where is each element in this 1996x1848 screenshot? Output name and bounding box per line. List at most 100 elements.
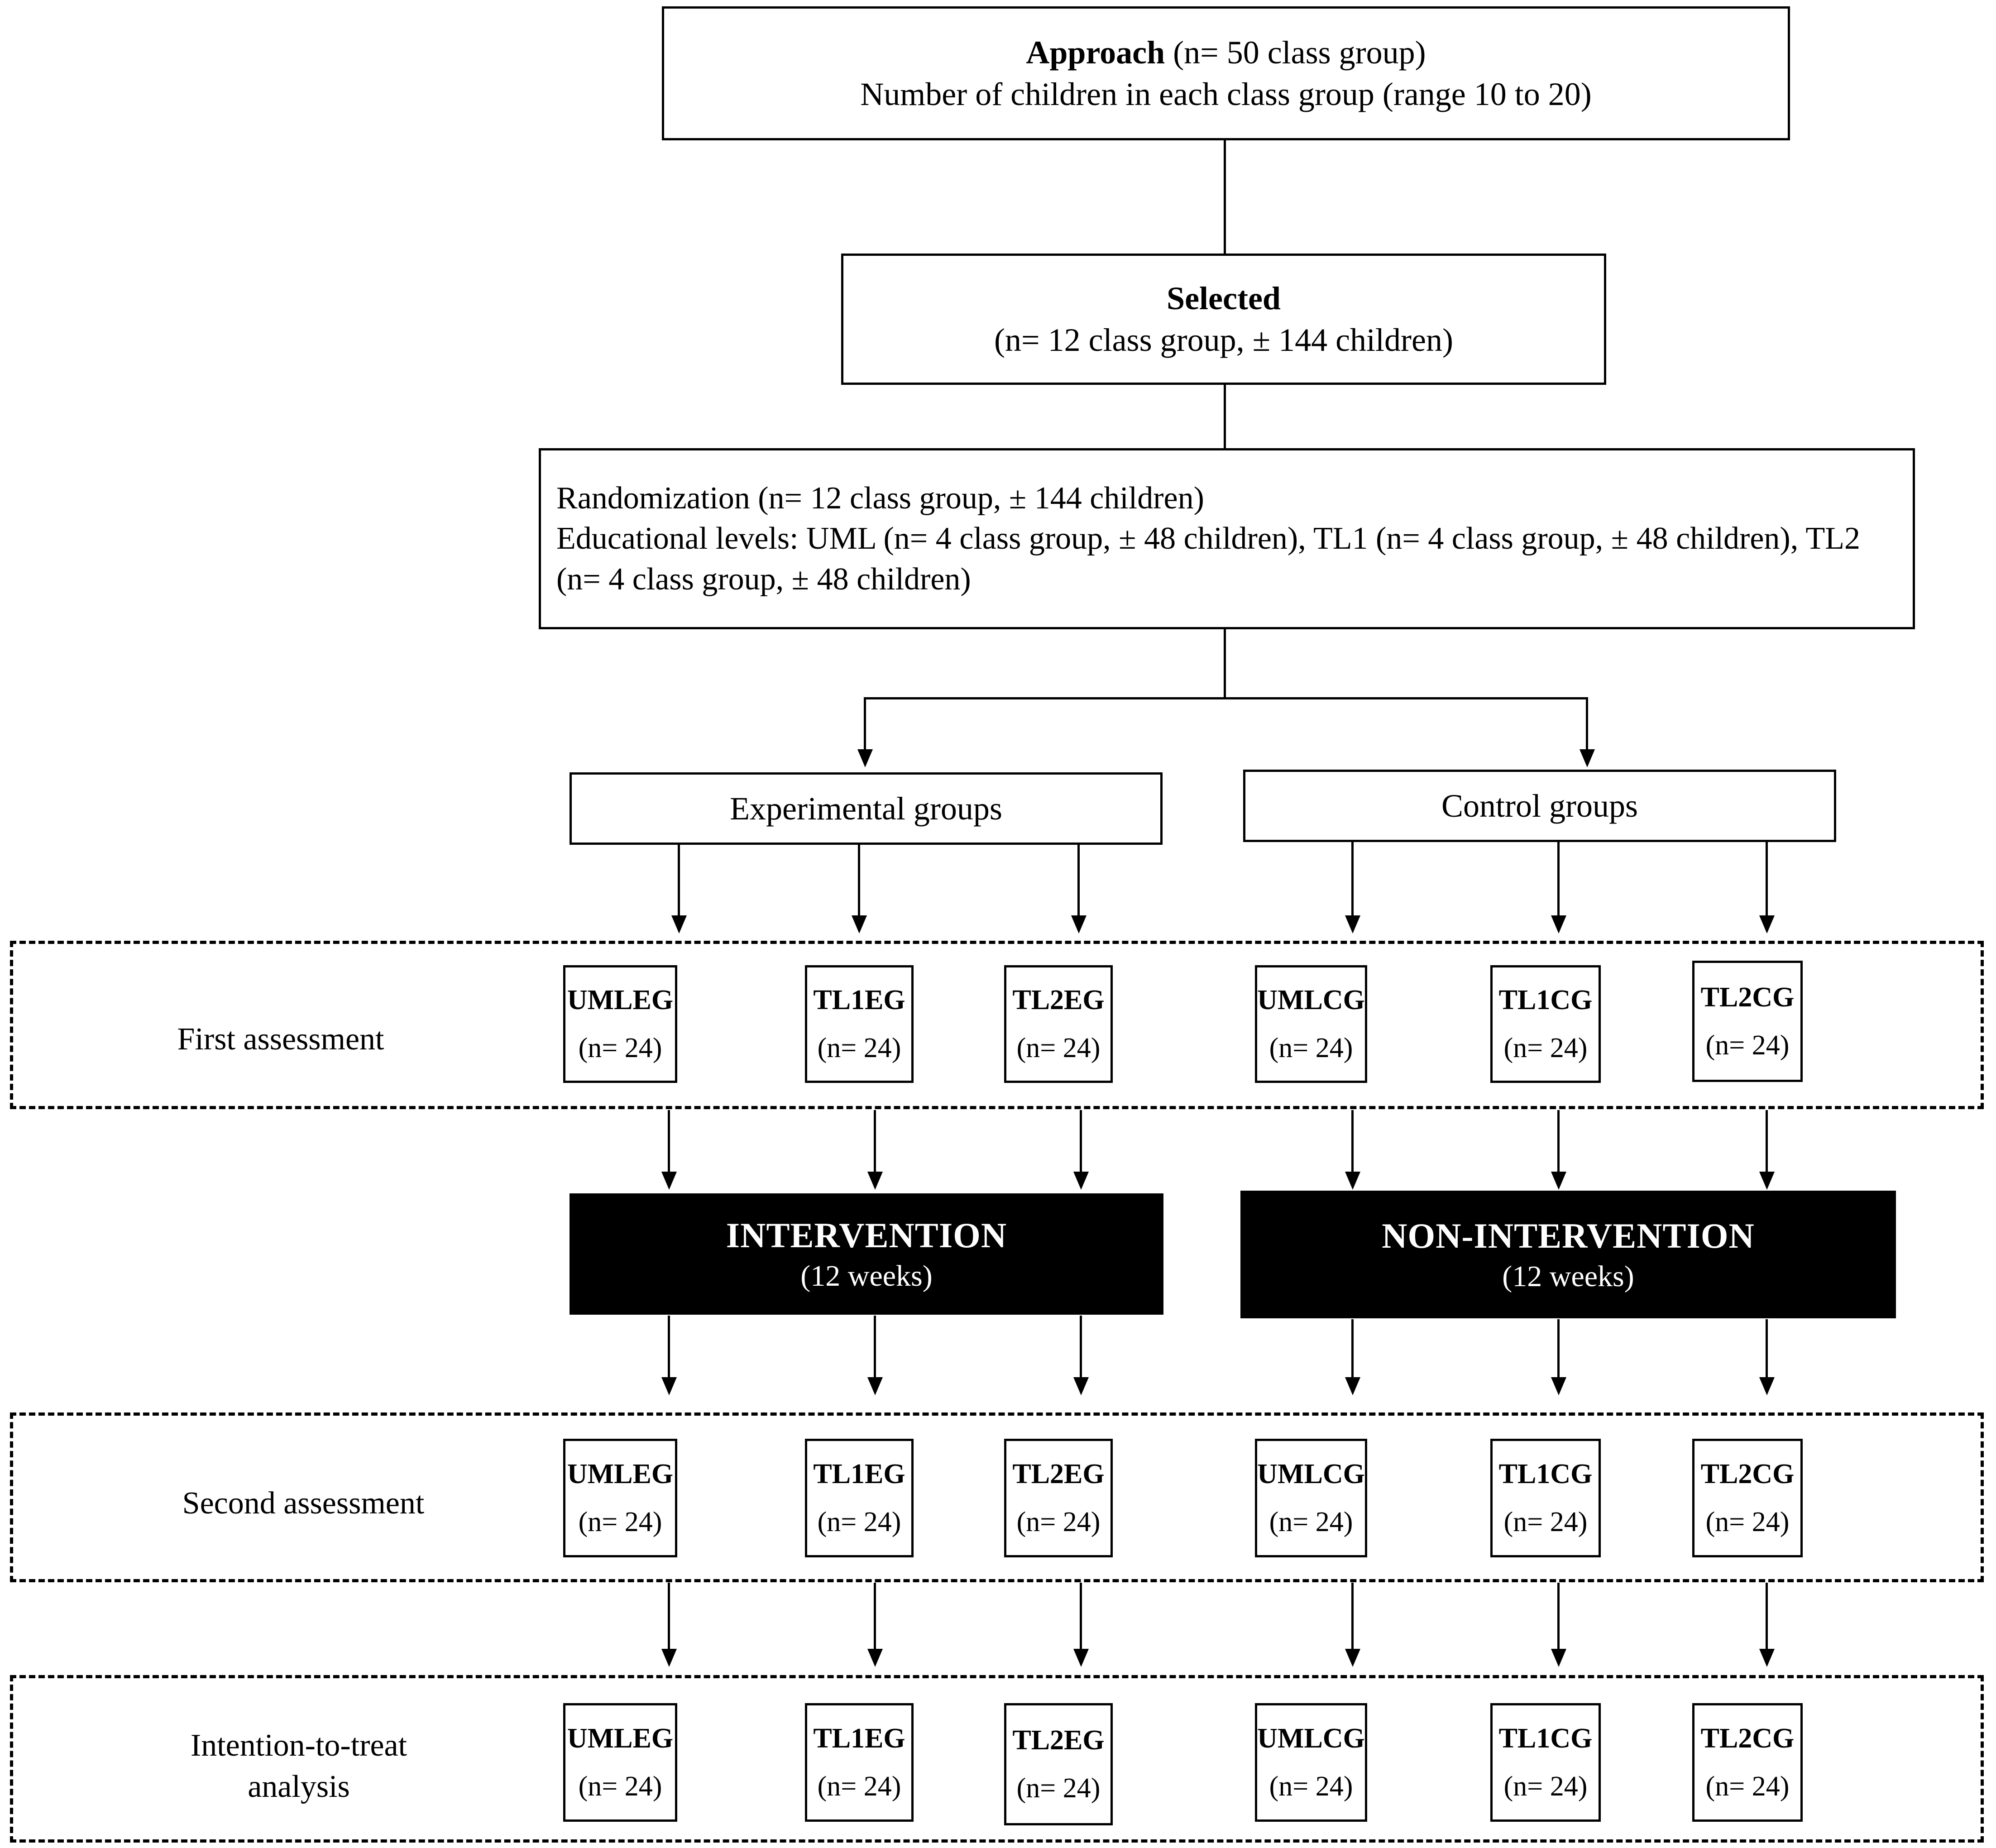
connector-approach-to-selected xyxy=(1224,140,1226,254)
sa-group-box-tl1cg: TL1CG (n= 24) xyxy=(1490,1439,1601,1557)
first-assessment-section xyxy=(10,941,1984,1109)
randomization-line1: Randomization (n= 12 class group, ± 144 … xyxy=(556,480,1204,516)
sa-group-code-4: UMLCG xyxy=(1257,1459,1365,1489)
fa-group-box-umlcg: UMLCG (n= 24) xyxy=(1255,965,1367,1083)
connector-arm-to-fa-5 xyxy=(1557,842,1560,917)
arrowhead-fa-5 xyxy=(1551,915,1566,934)
itt-group-code-5: TL1CG xyxy=(1498,1723,1593,1754)
itt-group-n-5: (n= 24) xyxy=(1503,1771,1588,1802)
fa-group-box-tl2eg: TL2EG (n= 24) xyxy=(1004,965,1113,1083)
approach-heading-detail: (n= 50 class group) xyxy=(1165,34,1426,71)
non-intervention-banner: NON-INTERVENTION (12 weeks) xyxy=(1240,1191,1896,1318)
arrowhead-itt-6 xyxy=(1759,1649,1775,1667)
sa-group-box-umlcg: UMLCG (n= 24) xyxy=(1255,1439,1367,1557)
sa-group-box-tl2cg: TL2CG (n= 24) xyxy=(1692,1439,1803,1557)
connector-int-to-sa-4 xyxy=(1351,1319,1354,1379)
approach-line2: Number of children in each class group (… xyxy=(860,76,1592,112)
arrowhead-itt-3 xyxy=(1073,1649,1089,1667)
randomization-box: Randomization (n= 12 class group, ± 144 … xyxy=(539,448,1915,629)
itt-group-n-4: (n= 24) xyxy=(1269,1771,1353,1802)
arrowhead-sa-6 xyxy=(1759,1377,1775,1395)
arrowhead-fa-4 xyxy=(1345,915,1360,934)
approach-heading-line: Approach (n= 50 class group) xyxy=(1026,32,1426,73)
control-groups-box: Control groups xyxy=(1243,770,1836,842)
arrowhead-fa-1 xyxy=(671,915,687,934)
connector-sa-to-itt-2 xyxy=(874,1583,876,1651)
arrowhead-int-6 xyxy=(1759,1172,1775,1190)
connector-arm-to-fa-3 xyxy=(1077,845,1080,917)
sa-group-code-6: TL2CG xyxy=(1700,1459,1795,1489)
itt-group-box-tl2eg: TL2EG (n= 24) xyxy=(1004,1703,1113,1825)
arrowhead-fa-6 xyxy=(1759,915,1775,934)
selected-line2: (n= 12 class group, ± 144 children) xyxy=(994,322,1453,358)
fa-group-n-1: (n= 24) xyxy=(578,1033,662,1063)
fa-group-n-5: (n= 24) xyxy=(1503,1033,1588,1063)
connector-fa-to-int-6 xyxy=(1766,1110,1768,1173)
itt-group-box-tl1cg: TL1CG (n= 24) xyxy=(1490,1703,1601,1822)
itt-group-code-4: UMLCG xyxy=(1257,1723,1365,1754)
itt-group-code-2: TL1EG xyxy=(813,1723,905,1754)
sa-group-box-tl1eg: TL1EG (n= 24) xyxy=(805,1439,914,1557)
arrowhead-fa-3 xyxy=(1071,915,1087,934)
connector-split-bus xyxy=(864,697,1588,699)
non-intervention-duration: (12 weeks) xyxy=(1502,1259,1634,1293)
intervention-banner: INTERVENTION (12 weeks) xyxy=(570,1193,1163,1315)
sa-group-box-tl2eg: TL2EG (n= 24) xyxy=(1004,1439,1113,1557)
arrowhead-to-experimental xyxy=(857,749,873,767)
sa-group-code-1: UMLEG xyxy=(567,1459,674,1489)
sa-group-n-5: (n= 24) xyxy=(1503,1507,1588,1537)
itt-group-n-6: (n= 24) xyxy=(1705,1771,1790,1802)
arrowhead-sa-3 xyxy=(1073,1377,1089,1395)
itt-group-box-umleg: UMLEG (n= 24) xyxy=(563,1703,677,1822)
arrowhead-itt-1 xyxy=(661,1649,677,1667)
itt-group-code-3: TL2EG xyxy=(1012,1725,1105,1756)
sa-group-n-1: (n= 24) xyxy=(578,1507,662,1537)
approach-box: Approach (n= 50 class group) Number of c… xyxy=(662,6,1790,140)
sa-group-n-2: (n= 24) xyxy=(817,1507,901,1537)
fa-group-box-tl1cg: TL1CG (n= 24) xyxy=(1490,965,1601,1083)
arrowhead-sa-4 xyxy=(1345,1377,1360,1395)
connector-fa-to-int-1 xyxy=(668,1110,670,1173)
fa-group-code-1: UMLEG xyxy=(567,985,674,1015)
arrowhead-int-1 xyxy=(661,1172,677,1190)
connector-arm-to-fa-6 xyxy=(1766,842,1768,917)
connector-split-right xyxy=(1586,697,1588,752)
fa-group-code-2: TL1EG xyxy=(813,985,905,1015)
arrowhead-itt-5 xyxy=(1551,1649,1566,1667)
fa-group-code-4: UMLCG xyxy=(1257,985,1365,1015)
first-assessment-label: First assessment xyxy=(177,1022,384,1057)
fa-group-box-tl2cg: TL2CG (n= 24) xyxy=(1692,961,1803,1082)
connector-int-to-sa-5 xyxy=(1557,1319,1560,1379)
sa-group-n-3: (n= 24) xyxy=(1016,1507,1101,1537)
fa-group-n-6: (n= 24) xyxy=(1705,1030,1790,1061)
connector-fa-to-int-3 xyxy=(1080,1110,1082,1173)
connector-split-left xyxy=(864,697,866,752)
connector-fa-to-int-2 xyxy=(874,1110,876,1173)
connector-selected-to-randomization xyxy=(1224,385,1226,448)
randomization-line2: Educational levels: UML (n= 4 class grou… xyxy=(556,521,1860,597)
connector-sa-to-itt-1 xyxy=(668,1583,670,1651)
itt-group-box-tl2cg: TL2CG (n= 24) xyxy=(1692,1703,1803,1822)
second-assessment-label: Second assessment xyxy=(182,1486,425,1521)
arrowhead-itt-2 xyxy=(867,1649,883,1667)
connector-arm-to-fa-4 xyxy=(1351,842,1354,917)
experimental-groups-box: Experimental groups xyxy=(570,772,1163,845)
fa-group-n-3: (n= 24) xyxy=(1016,1033,1101,1063)
connector-int-to-sa-3 xyxy=(1080,1316,1082,1379)
sa-group-n-6: (n= 24) xyxy=(1705,1507,1790,1537)
itt-label: Intention-to-treat analysis xyxy=(190,1728,407,1804)
arrowhead-itt-4 xyxy=(1345,1649,1360,1667)
itt-section xyxy=(10,1675,1984,1843)
arrowhead-sa-5 xyxy=(1551,1377,1566,1395)
arrowhead-sa-2 xyxy=(867,1377,883,1395)
connector-int-to-sa-1 xyxy=(668,1316,670,1379)
connector-sa-to-itt-3 xyxy=(1080,1583,1082,1651)
connector-int-to-sa-2 xyxy=(874,1316,876,1379)
approach-heading: Approach xyxy=(1026,34,1165,71)
arrowhead-int-4 xyxy=(1345,1172,1360,1190)
control-groups-label: Control groups xyxy=(1441,787,1638,824)
arrowhead-to-control xyxy=(1580,749,1595,767)
sa-group-n-4: (n= 24) xyxy=(1269,1507,1353,1537)
fa-group-code-3: TL2EG xyxy=(1012,985,1105,1015)
